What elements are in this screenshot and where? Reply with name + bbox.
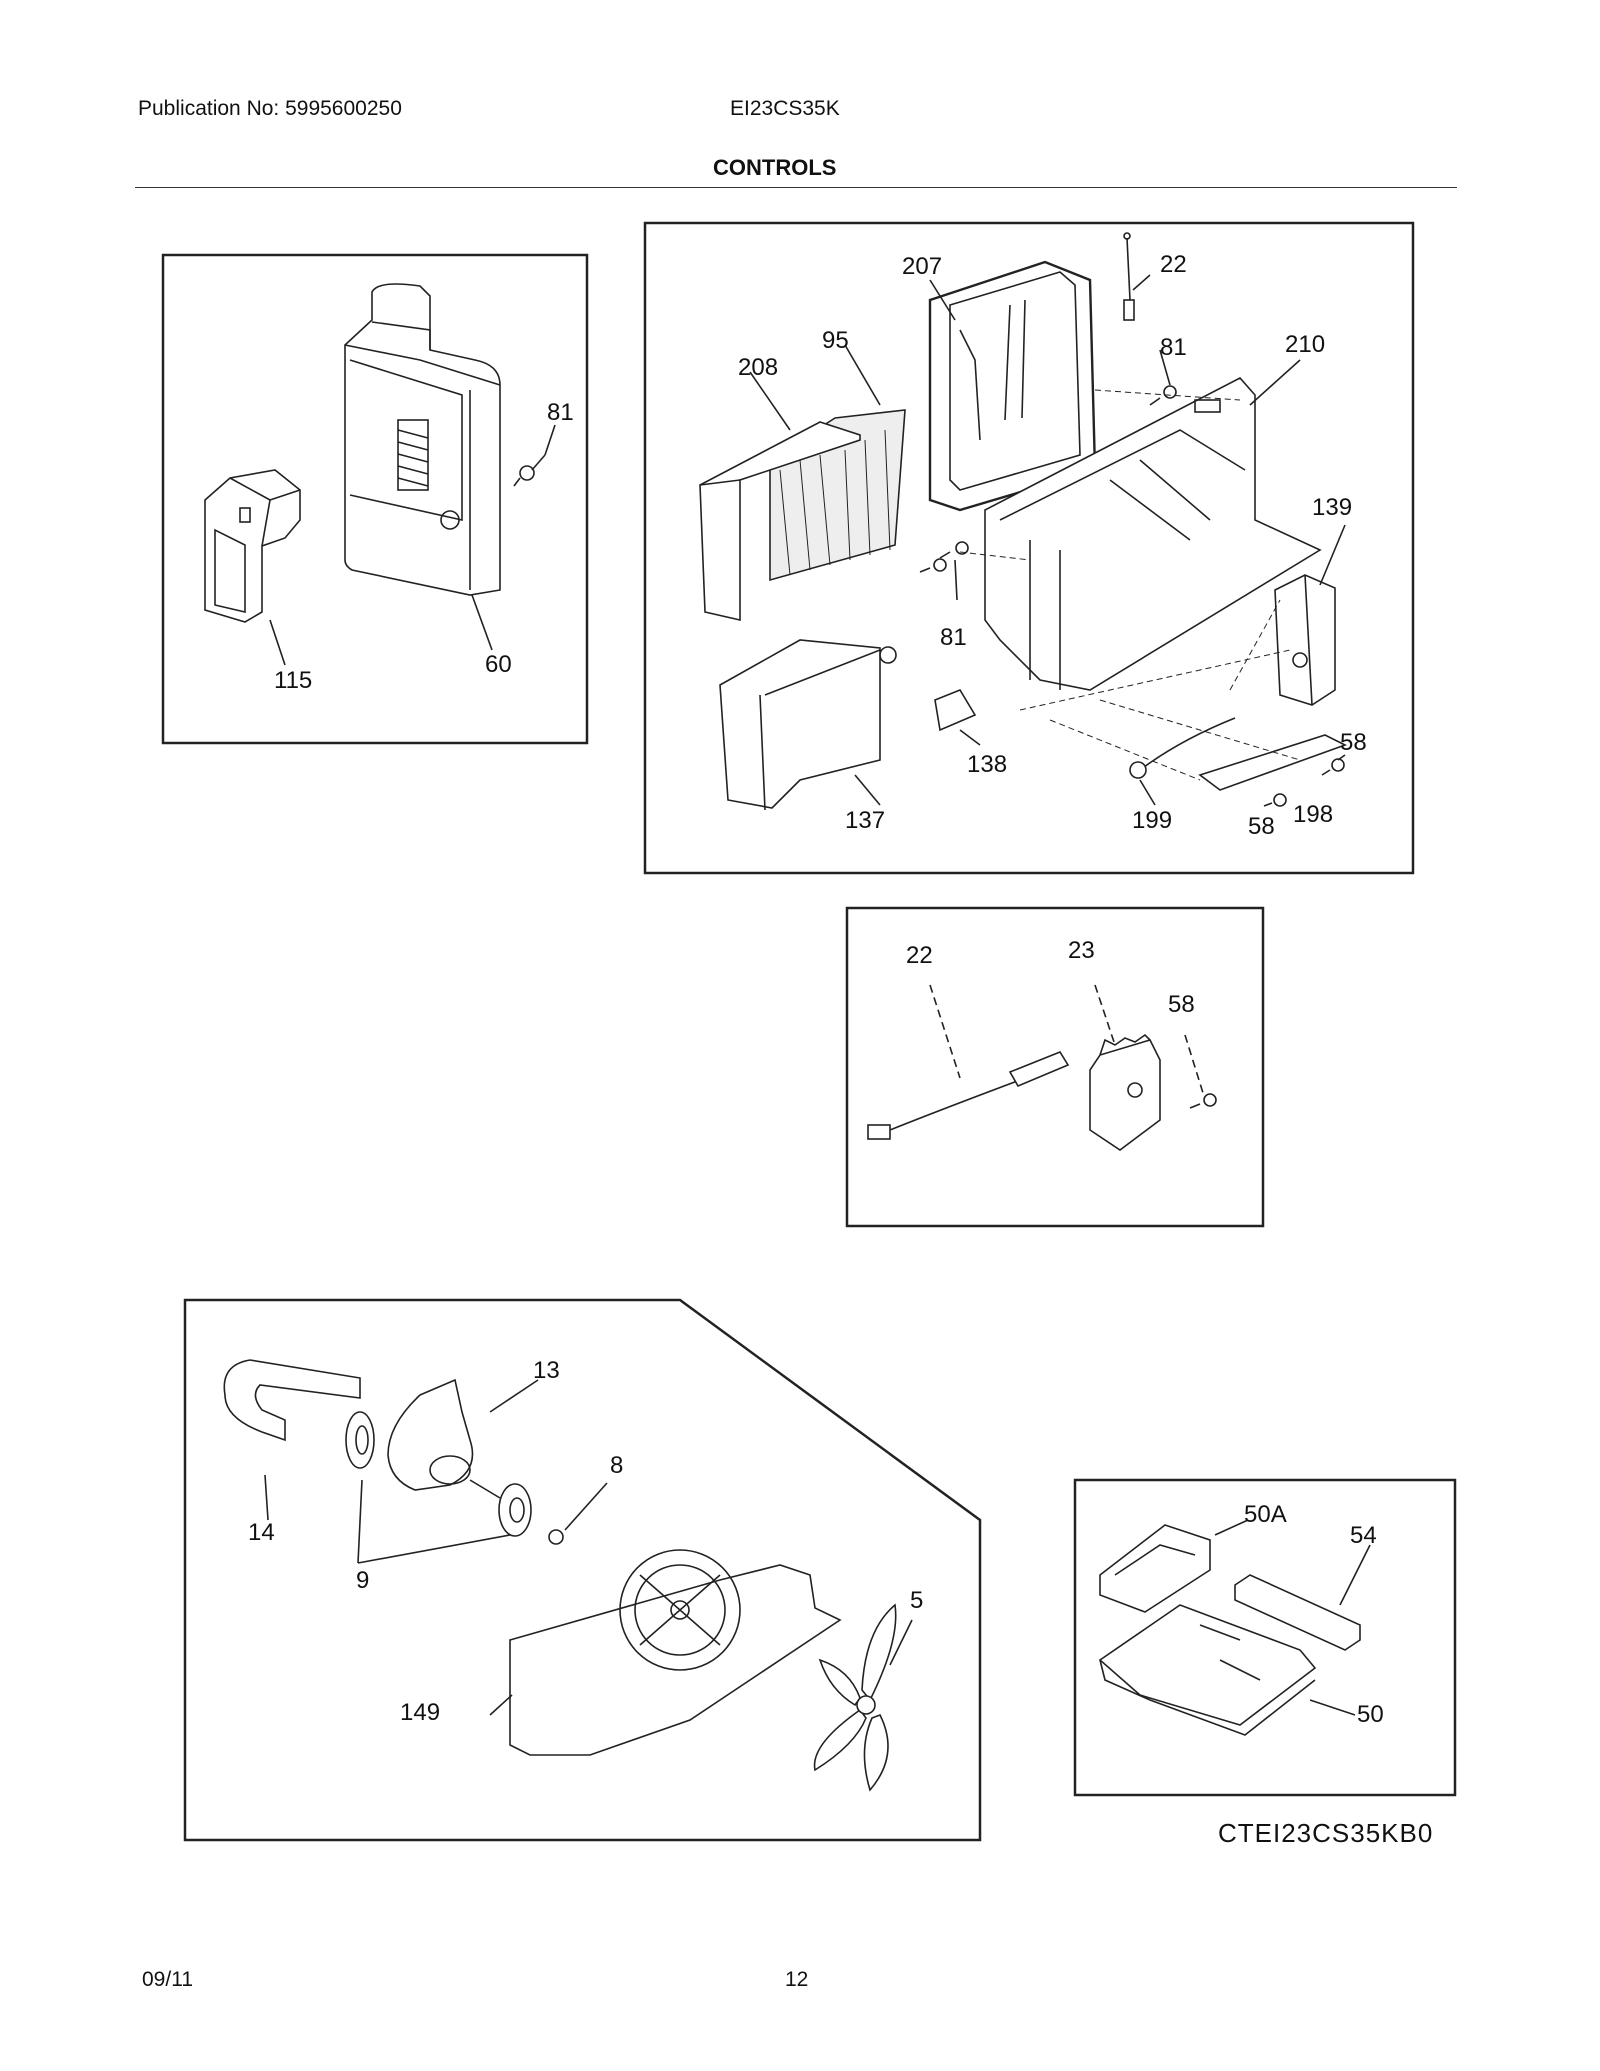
part-58-bracket: [1198, 734, 1348, 791]
panel-3: [845, 906, 1265, 1228]
part-58-screw-a: [1321, 758, 1345, 776]
part-22-sensor: [1123, 232, 1135, 321]
part-199-thermistor: [1129, 717, 1236, 779]
callout-p2-95: 95: [822, 327, 849, 354]
callout-p4-14: 14: [248, 1519, 275, 1546]
part-149-housing: [509, 1549, 842, 1756]
panel-4: [183, 1298, 982, 1842]
callout-p2-58-b: 58: [1248, 813, 1275, 840]
callout-p1-115: 115: [274, 667, 312, 694]
callout-p2-22: 22: [1160, 251, 1187, 278]
part-81-screw-a: [1149, 385, 1177, 406]
page-number: 12: [785, 1968, 809, 1991]
callout-p3-58: 58: [1168, 991, 1195, 1018]
leader-115: [269, 619, 286, 666]
callout-p1-81: 81: [547, 399, 574, 426]
part-137-module: [719, 639, 897, 811]
part-81-screw-b: [939, 541, 969, 559]
callout-p2-58-a: 58: [1340, 729, 1367, 756]
part-138-clip: [934, 689, 977, 732]
assembly-lines: [959, 389, 1301, 781]
panel-3-leaders: [929, 984, 1204, 1094]
model-number: EI23CS35K: [730, 97, 840, 120]
panel-3-frame: [845, 906, 1265, 1228]
part-60-housing: [344, 283, 501, 596]
leader-60: [471, 594, 493, 651]
part-14-bracket: [223, 1359, 361, 1442]
part-13-motor: [387, 1378, 501, 1499]
callout-p2-208: 208: [738, 354, 778, 381]
part-58-screw-b: [1263, 793, 1287, 807]
part-23-cover: [1089, 1033, 1161, 1151]
callout-p5-50: 50: [1357, 1701, 1384, 1728]
leader-81: [544, 424, 556, 456]
part-115-switch: [204, 469, 301, 623]
part-208-cover: [699, 421, 861, 622]
part-50A-board: [1099, 1524, 1211, 1613]
panel-5-leaders: [1214, 1519, 1371, 1716]
panel-4-frame: [183, 1298, 982, 1842]
part-139-switch: [1274, 574, 1336, 706]
panel-2-frame: [643, 221, 1415, 875]
panel-1: [161, 253, 589, 745]
part-5-fan-blade: [813, 1603, 897, 1792]
part-81-screw-c: [919, 558, 947, 573]
part-9-wheel-b: [498, 1483, 532, 1537]
section-title: CONTROLS: [713, 155, 837, 180]
part-58-screw-c: [1189, 1093, 1217, 1109]
part-210-housing: [984, 377, 1322, 691]
callout-p4-149: 149: [400, 1699, 440, 1726]
part-81-screw: [513, 454, 546, 487]
callout-p2-81-b: 81: [940, 624, 967, 651]
callout-p2-137: 137: [845, 807, 885, 834]
callout-p4-9: 9: [356, 1567, 369, 1594]
panel-5-frame: [1073, 1478, 1457, 1797]
callout-p2-207: 207: [902, 253, 942, 280]
callout-p5-54: 54: [1350, 1522, 1377, 1549]
panel-1-frame: [161, 253, 589, 745]
callout-p4-8: 8: [610, 1452, 623, 1479]
callout-p4-13: 13: [533, 1357, 560, 1384]
footer-date: 09/11: [142, 1968, 193, 1991]
callout-p2-210: 210: [1285, 331, 1325, 358]
callout-p2-198: 198: [1293, 801, 1333, 828]
part-207-bracket: [928, 260, 1097, 512]
panel-2-leaders: [749, 274, 1346, 806]
callout-p1-60: 60: [485, 651, 512, 678]
panel-5: [1073, 1478, 1457, 1797]
panel-2: [643, 221, 1415, 875]
panel-4-leaders: [264, 1379, 913, 1716]
callout-p3-22: 22: [906, 942, 933, 969]
part-9-wheel-a: [345, 1411, 375, 1469]
part-50-tray: [1098, 1604, 1317, 1736]
part-8-washer: [548, 1529, 564, 1545]
callout-p2-139: 139: [1312, 494, 1352, 521]
part-54-bracket: [1234, 1574, 1361, 1651]
diagram-code: CTEI23CS35KB0: [1218, 1818, 1434, 1848]
callout-p2-199: 199: [1132, 807, 1172, 834]
callout-p2-81-a: 81: [1160, 334, 1187, 361]
callout-p2-138: 138: [967, 751, 1007, 778]
callout-p5-50A: 50A: [1244, 1501, 1287, 1528]
part-22-sensor-wire: [867, 1051, 1070, 1140]
header-rule: [135, 187, 1457, 188]
callout-p4-5: 5: [910, 1587, 923, 1614]
publication-number: Publication No: 5995600250: [138, 97, 402, 120]
callout-p3-23: 23: [1068, 937, 1095, 964]
